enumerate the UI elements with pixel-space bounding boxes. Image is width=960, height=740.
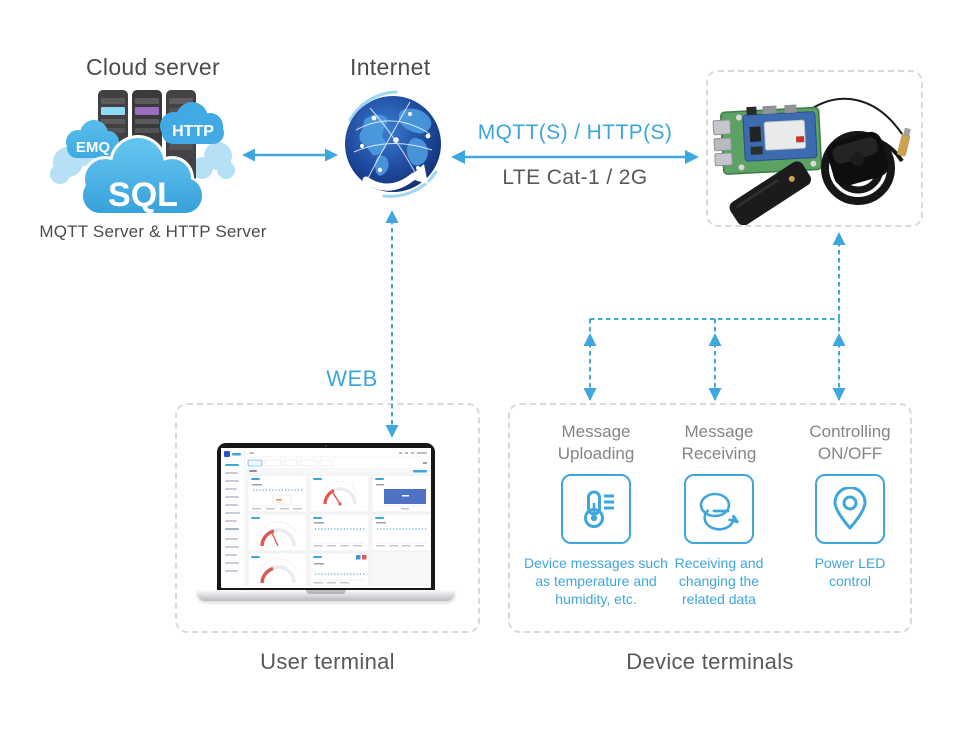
arrow-branch-controlling bbox=[832, 319, 846, 401]
sql-cloud-label: SQL bbox=[108, 176, 178, 214]
user-terminal-caption: User terminal bbox=[260, 649, 395, 674]
cloud-server-title: Cloud server bbox=[86, 54, 220, 80]
controlling-description: Power LED control bbox=[814, 555, 886, 589]
lte-device-photo bbox=[712, 97, 911, 225]
sql-cloud: SQL bbox=[80, 135, 205, 216]
message-receiving-title: Message Receiving bbox=[681, 422, 757, 463]
internet-title: Internet bbox=[350, 54, 431, 80]
location-pin-icon bbox=[815, 474, 885, 544]
web-link-label: WEB bbox=[326, 366, 378, 391]
laptop-camera-dot bbox=[325, 445, 327, 447]
emq-cloud-label: EMQ bbox=[76, 139, 111, 156]
emq-cloud: EMQ bbox=[66, 120, 120, 158]
device-terminals-box: Message Uploading Device messages such a… bbox=[508, 403, 912, 633]
wan-protocol-label: MQTT(S) / HTTP(S) bbox=[477, 121, 673, 144]
user-terminal-box bbox=[175, 403, 480, 633]
message-uploading-title: Message Uploading bbox=[557, 422, 635, 463]
http-cloud-label: HTTP bbox=[172, 123, 214, 140]
laptop-notch bbox=[306, 590, 346, 594]
arrow-device-trunk bbox=[832, 232, 846, 319]
device-terminal-message-receiving: Message Receiving Receiving and changing… bbox=[655, 421, 783, 608]
arrow-branch-uploading bbox=[583, 319, 597, 401]
globe-icon bbox=[340, 90, 446, 208]
dashboard-screenshot bbox=[221, 448, 431, 588]
arrow-internet-device bbox=[451, 150, 699, 164]
laptop-base bbox=[197, 590, 455, 601]
laptop-image bbox=[197, 443, 455, 603]
device-terminals-caption: Device terminals bbox=[626, 649, 794, 674]
thermometer-icon bbox=[561, 474, 631, 544]
arrow-cloud-internet bbox=[242, 148, 338, 162]
controlling-title: Controlling ON/OFF bbox=[809, 422, 891, 463]
chat-bubbles-icon bbox=[684, 474, 754, 544]
laptop-screen bbox=[217, 443, 435, 590]
http-cloud: HTTP bbox=[160, 102, 224, 144]
cloud-server-icon: HTTP EMQ SQL bbox=[50, 84, 235, 219]
lte-device-box bbox=[706, 70, 923, 227]
device-terminal-message-uploading: Message Uploading Device messages such a… bbox=[516, 421, 676, 608]
message-uploading-description: Device messages such as temperature and … bbox=[524, 555, 668, 607]
device-terminal-controlling: Controlling ON/OFF Power LED control bbox=[790, 421, 910, 590]
wan-bearer-label: LTE Cat-1 / 2G bbox=[502, 166, 648, 189]
cloud-server-caption: MQTT Server & HTTP Server bbox=[39, 222, 267, 241]
arrow-branch-receiving bbox=[708, 319, 722, 401]
message-receiving-description: Receiving and changing the related data bbox=[674, 555, 764, 607]
